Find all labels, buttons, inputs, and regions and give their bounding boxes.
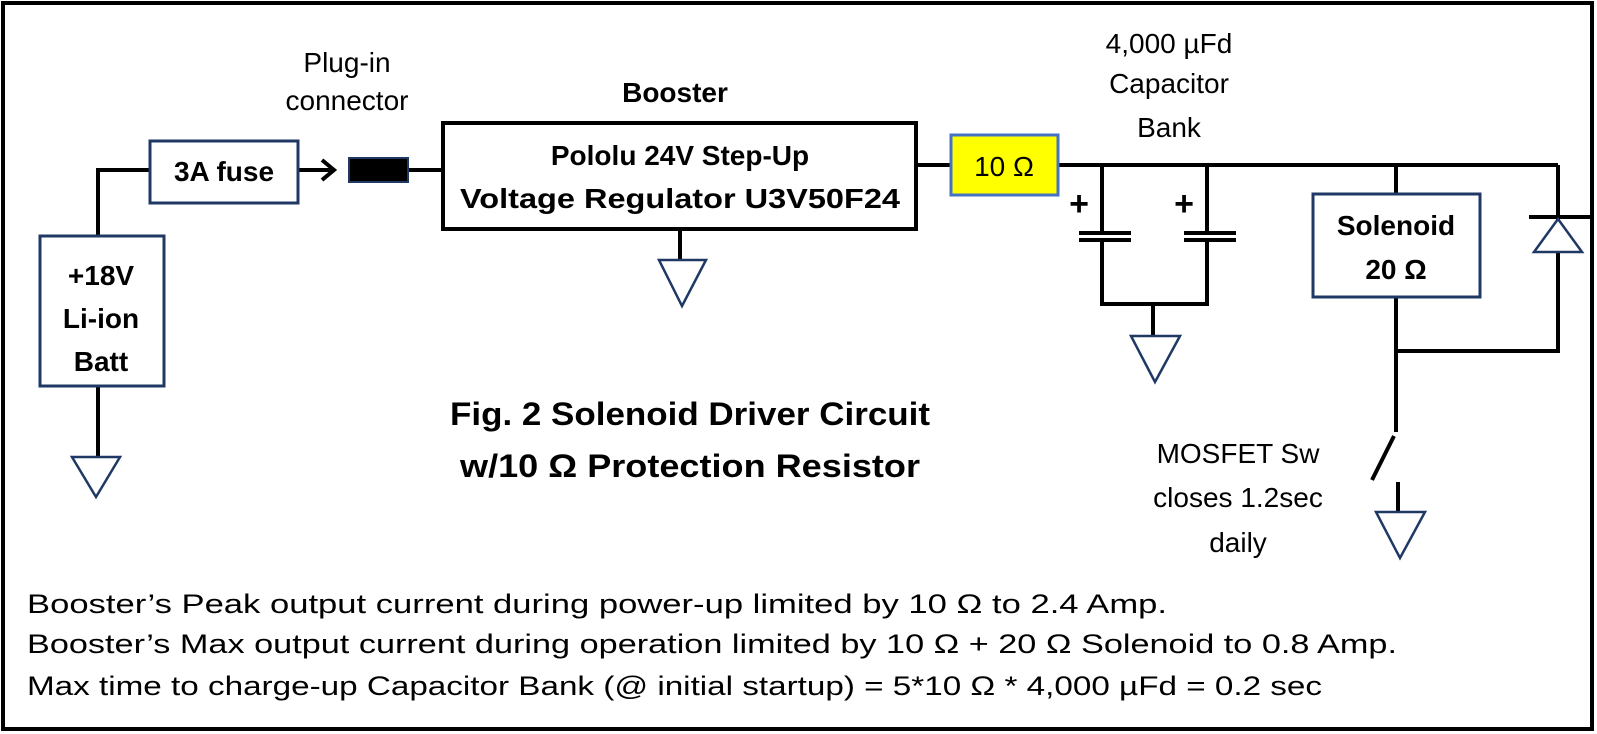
ground-icon	[1128, 334, 1183, 385]
capacitor-1	[1079, 231, 1131, 242]
figure-caption-1: Fig. 2 Solenoid Driver Circuit	[450, 396, 930, 432]
plug-in-connector	[348, 157, 409, 183]
plug-in-label-2: connector	[286, 85, 409, 116]
mosfet-label-2: closes 1.2sec	[1153, 482, 1323, 513]
capacitor-2-plus: +	[1174, 185, 1194, 223]
diode-icon	[1529, 215, 1592, 254]
capacitor-1-plus: +	[1069, 185, 1089, 223]
solenoid-label-1: Solenoid	[1337, 210, 1455, 241]
capacitor-bank-label-3: Bank	[1137, 112, 1202, 143]
mosfet-switch	[1370, 435, 1396, 481]
battery-label-3: Batt	[74, 346, 128, 377]
note-line-2: Booster’s Max output current during oper…	[27, 629, 1397, 659]
solenoid-label-2: 20 Ω	[1365, 254, 1426, 285]
arrow-head-icon	[320, 158, 338, 182]
capacitor-bank-label-1: 4,000 µFd	[1106, 28, 1233, 59]
booster-label-1: Pololu 24V Step-Up	[551, 140, 809, 171]
booster-box	[441, 121, 918, 231]
figure-caption-2: w/10 Ω Protection Resistor	[459, 448, 920, 484]
mosfet-label-3: daily	[1209, 527, 1267, 558]
fuse-label: 3A fuse	[174, 156, 274, 187]
capacitor-2	[1184, 231, 1236, 242]
resistor-label: 10 Ω	[974, 151, 1034, 182]
battery-box	[38, 234, 166, 388]
booster-title: Booster	[622, 77, 728, 108]
fuse-box	[148, 139, 300, 205]
resistor-10-ohm	[949, 133, 1060, 197]
ground-icon	[1373, 510, 1428, 561]
plug-in-label-1: Plug-in	[303, 47, 390, 78]
booster-label-2: Voltage Regulator U3V50F24	[460, 183, 900, 214]
mosfet-label-1: MOSFET Sw	[1157, 438, 1321, 469]
capacitor-bank-label-2: Capacitor	[1109, 68, 1229, 99]
ground-icon	[69, 455, 123, 500]
solenoid-box	[1311, 192, 1482, 299]
battery-label-2: Li-ion	[63, 303, 139, 334]
ground-icon	[656, 258, 709, 309]
note-line-1: Booster’s Peak output current during pow…	[27, 589, 1167, 619]
note-line-3: Max time to charge-up Capacitor Bank (@ …	[27, 671, 1322, 701]
battery-label-1: +18V	[68, 260, 134, 291]
